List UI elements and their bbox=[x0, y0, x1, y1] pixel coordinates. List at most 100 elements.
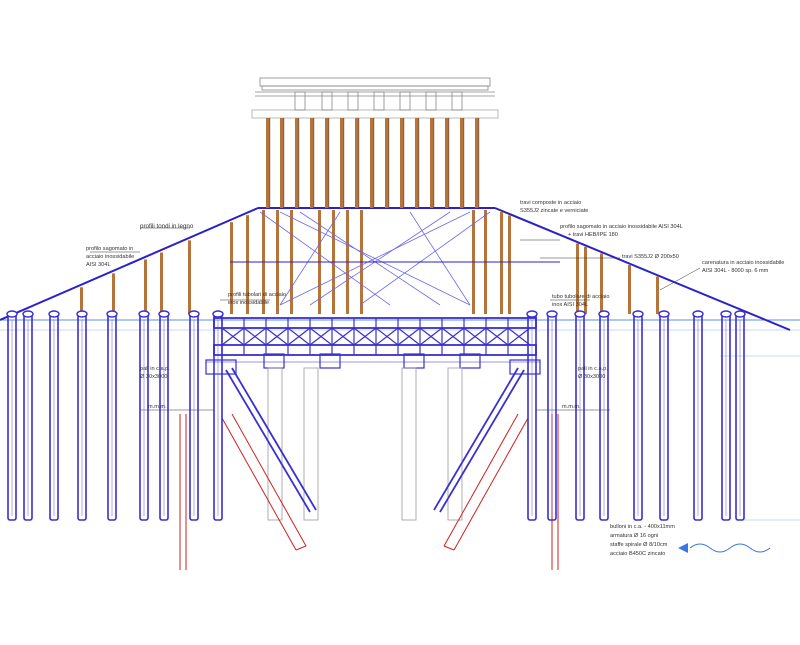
timber-post-upper bbox=[325, 118, 329, 208]
timber-post-upper-edge bbox=[269, 118, 271, 208]
timber-post-upper-edge bbox=[298, 118, 300, 208]
label-cover-2: AISI 304L - 8000 sp. 6 mm bbox=[702, 268, 769, 274]
truss-diagonal bbox=[397, 327, 421, 346]
pile-cap bbox=[574, 310, 586, 318]
timber-post-side bbox=[230, 222, 233, 314]
label-cover-1: carenatura in acciaio inossidabile bbox=[702, 260, 784, 266]
annotations: profili tondi in legno profilo sagomato … bbox=[86, 200, 784, 557]
pile-cap bbox=[6, 310, 18, 318]
main-truss-beam bbox=[213, 317, 537, 356]
pile-cap bbox=[546, 310, 558, 318]
label-timber-profile: profili tondi in legno bbox=[140, 223, 194, 230]
truss-diagonal bbox=[485, 327, 509, 346]
pile-cap bbox=[692, 310, 704, 318]
pile-cap bbox=[106, 310, 118, 318]
pile-cap bbox=[658, 310, 670, 318]
timber-post-upper bbox=[340, 118, 344, 208]
timber-post-side bbox=[508, 215, 511, 314]
timber-post-side bbox=[160, 252, 163, 314]
timber-post-upper bbox=[415, 118, 419, 208]
timber-post-upper bbox=[295, 118, 299, 208]
timber-post-upper-edge bbox=[313, 118, 315, 208]
truss-diagonal bbox=[309, 327, 333, 346]
timber-post-upper bbox=[385, 118, 389, 208]
truss-diagonal bbox=[375, 327, 399, 346]
label-right-tube-1: tubo tubolare di acciaio bbox=[552, 294, 610, 300]
label-steel-profile-left-2: acciaio inossidabile bbox=[86, 254, 134, 260]
truss-diagonal bbox=[243, 327, 267, 346]
lower-support-frame bbox=[205, 353, 541, 375]
timber-post-upper-edge bbox=[403, 118, 405, 208]
timber-post-upper bbox=[475, 118, 479, 208]
timber-post-upper bbox=[280, 118, 284, 208]
label-pile-right-1: pali in c.a.p. bbox=[578, 366, 608, 372]
timber-post-side bbox=[144, 259, 147, 314]
label-foot-4: acciaio B450C zincato bbox=[610, 551, 665, 557]
timber-post-upper bbox=[355, 118, 359, 208]
label-pile-left-2: Ø 30x3000 bbox=[140, 374, 167, 380]
timber-post-side bbox=[576, 243, 579, 314]
truss-diagonal bbox=[441, 327, 465, 346]
timber-post-upper-edge bbox=[418, 118, 420, 208]
pile-cap bbox=[526, 310, 538, 318]
timber-post-upper-edge bbox=[283, 118, 285, 208]
timber-post-upper-edge bbox=[478, 118, 480, 208]
timber-posts bbox=[80, 118, 659, 314]
top-deck-railing bbox=[251, 77, 499, 119]
label-top-beam-1: travi composte in acciaio bbox=[520, 200, 581, 206]
truss-diagonal bbox=[331, 327, 355, 346]
timber-post-upper-edge bbox=[343, 118, 345, 208]
pile-cap bbox=[138, 310, 150, 318]
pile-cap bbox=[76, 310, 88, 318]
red-diagonal-struts bbox=[179, 413, 559, 570]
timber-post-upper bbox=[460, 118, 464, 208]
timber-post-side bbox=[80, 287, 83, 314]
timber-post-side bbox=[112, 273, 115, 314]
label-pile-left-1: pali in c.a.p. bbox=[140, 366, 170, 372]
label-top-beam-2: S355J2 zincate e verniciate bbox=[520, 208, 588, 214]
timber-post-side bbox=[656, 276, 659, 314]
pile-cap bbox=[212, 310, 224, 318]
timber-post-side bbox=[246, 215, 249, 314]
timber-post-side bbox=[628, 265, 631, 314]
truss-diagonal bbox=[221, 327, 245, 346]
timber-post-side bbox=[584, 246, 587, 314]
timber-post-upper-edge bbox=[373, 118, 375, 208]
inclined-struts bbox=[225, 367, 525, 513]
timber-post-upper-edge bbox=[448, 118, 450, 208]
timber-post-upper bbox=[445, 118, 449, 208]
label-steel-profile-left-3: AISI 304L bbox=[86, 262, 111, 268]
truss-diagonal bbox=[287, 327, 311, 346]
timber-post-upper bbox=[266, 118, 270, 208]
timber-post-side bbox=[188, 240, 191, 314]
timber-post-upper bbox=[400, 118, 404, 208]
label-foot-3: staffe spirale Ø 8/10cm bbox=[610, 542, 668, 548]
pile-cap bbox=[158, 310, 170, 318]
label-center-profile-1: profili tubolari di acciaio bbox=[228, 292, 286, 298]
label-foot-2: armatura Ø 16 ogni bbox=[610, 533, 658, 539]
timber-post-upper bbox=[310, 118, 314, 208]
timber-post-upper-edge bbox=[388, 118, 390, 208]
pile-cap bbox=[22, 310, 34, 318]
timber-post-upper-edge bbox=[463, 118, 465, 208]
label-level-right: m.m.m. bbox=[562, 404, 581, 410]
label-steel-profile-1: profilo sagomato in acciaio inossidabile… bbox=[560, 224, 683, 230]
label-pile-right-2: Ø 30x3000 bbox=[578, 374, 605, 380]
pile-cap bbox=[734, 310, 746, 318]
timber-post-upper-edge bbox=[328, 118, 330, 208]
timber-post-upper bbox=[370, 118, 374, 208]
timber-post-side bbox=[600, 253, 603, 314]
timber-post-upper bbox=[430, 118, 434, 208]
label-beam: travi S355J2 Ø 200x50 bbox=[622, 254, 679, 260]
timber-post-upper-edge bbox=[358, 118, 360, 208]
label-steel-profile-2: + travi HEB/IPE 180 bbox=[568, 232, 618, 238]
upper-cross-bracing bbox=[230, 211, 560, 306]
central-grey-columns bbox=[267, 367, 463, 521]
label-right-tube-2: inox AISI 304L bbox=[552, 302, 588, 308]
label-level-left: m.m.m. bbox=[148, 404, 167, 410]
leader-lines bbox=[90, 207, 701, 301]
label-foot-1: bulloni in c.a. - 400x11mm bbox=[610, 524, 675, 530]
truss-diagonal bbox=[353, 327, 377, 346]
